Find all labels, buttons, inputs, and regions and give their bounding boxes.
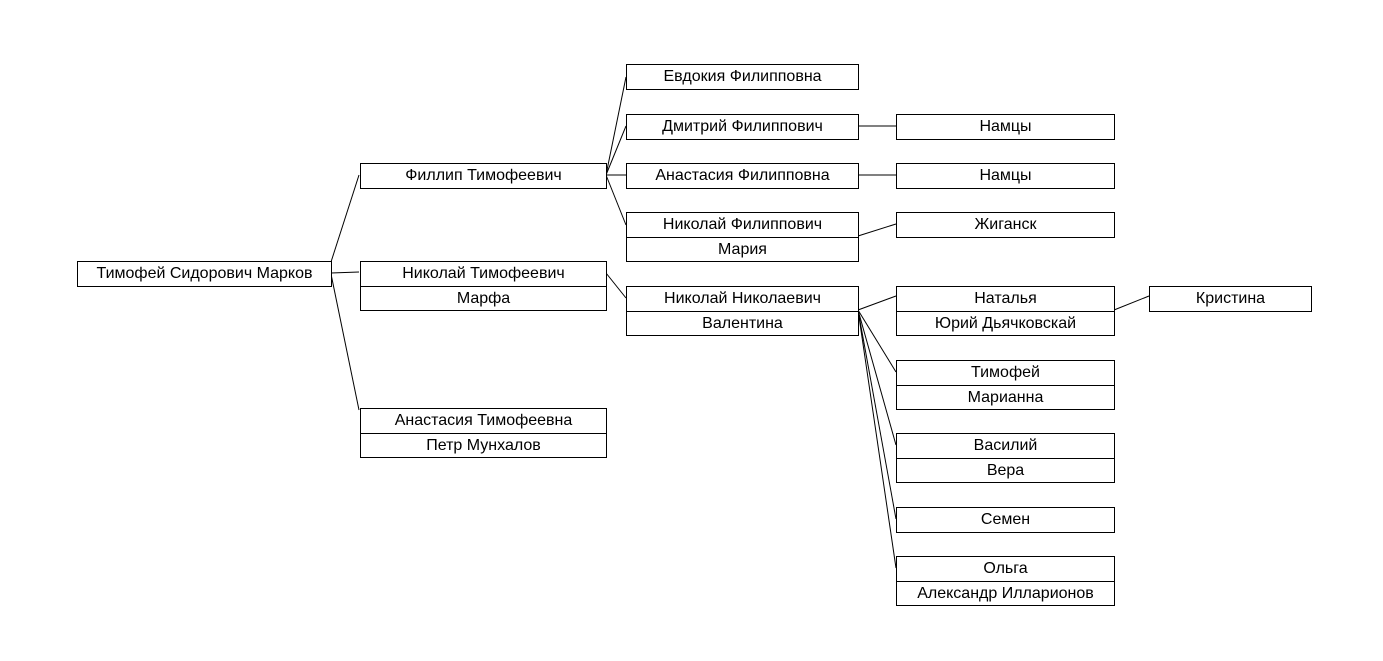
connector-root-fillip xyxy=(330,174,360,263)
person-name: Анастасия Тимофеевна xyxy=(394,412,573,429)
person-node-vasily: Василий Вера xyxy=(896,433,1115,483)
person-name: Намцы xyxy=(979,118,1032,135)
person-node-namtsy-1: Намцы xyxy=(896,114,1115,140)
person-node-fillip: Филлип Тимофеевич xyxy=(360,163,607,189)
person-node-anastasia-t: Анастасия Тимофеевна Петр Мунхалов xyxy=(360,408,607,458)
connector-fillip-nikolai-f xyxy=(605,174,627,226)
spouse-name: Вера xyxy=(897,458,1114,482)
connector-root-nikolai xyxy=(330,271,360,274)
connector-nn-timofei xyxy=(857,309,897,373)
connector-nn-natalia xyxy=(857,295,897,311)
person-node-semen: Семен xyxy=(896,507,1115,533)
person-node-natalia: Наталья Юрий Дьячковскай xyxy=(896,286,1115,336)
person-name: Николай Николаевич xyxy=(664,290,821,307)
spouse-name: Юрий Дьячковскай xyxy=(897,311,1114,335)
person-node-evdokia: Евдокия Филипповна xyxy=(626,64,859,90)
person-name: Филлип Тимофеевич xyxy=(405,167,562,184)
person-name: Дмитрий Филиппович xyxy=(662,118,823,135)
connector-natalia-kristina xyxy=(1113,295,1150,311)
person-node-nikolai-n: Николай Николаевич Валентина xyxy=(626,286,859,336)
person-node-namtsy-2: Намцы xyxy=(896,163,1115,189)
spouse-name: Петр Мунхалов xyxy=(361,433,606,457)
person-name: Кристина xyxy=(1195,290,1266,307)
person-node-anastasia-f: Анастасия Филипповна xyxy=(626,163,859,189)
person-name: Тимофей xyxy=(971,364,1040,381)
spouse-name: Мария xyxy=(627,237,858,261)
person-node-nikolai-t: Николай Тимофеевич Марфа xyxy=(360,261,607,311)
person-name: Наталья xyxy=(974,290,1037,307)
spouse-name: Марфа xyxy=(361,286,606,310)
person-name: Анастасия Филипповна xyxy=(655,167,830,184)
person-name: Намцы xyxy=(979,167,1032,184)
person-name: Николай Тимофеевич xyxy=(402,265,565,282)
person-node-timofei: Тимофей Марианна xyxy=(896,360,1115,410)
person-name: Ольга xyxy=(983,560,1028,577)
person-name: Тимофей Сидорович Марков xyxy=(96,265,313,282)
person-name: Жиганск xyxy=(974,216,1037,233)
spouse-name: Марианна xyxy=(897,385,1114,409)
person-node-dmitry: Дмитрий Филиппович xyxy=(626,114,859,140)
connector-fillip-dmitry xyxy=(605,125,627,176)
person-node-nikolai-f: Николай Филиппович Мария xyxy=(626,212,859,262)
person-node-timofei-markov: Тимофей Сидорович Марков xyxy=(77,261,332,287)
person-node-olga: Ольга Александр Илларионов xyxy=(896,556,1115,606)
spouse-name: Александр Илларионов xyxy=(897,581,1114,605)
connector-fillip-evdokia xyxy=(605,76,627,176)
person-name: Николай Филиппович xyxy=(662,216,823,233)
person-name: Евдокия Филипповна xyxy=(663,68,822,85)
connector-nikolai-nikolai-n xyxy=(605,272,627,299)
person-node-zhigansk: Жиганск xyxy=(896,212,1115,238)
connector-root-anastasia xyxy=(330,273,360,411)
connector-nikolai-f-zhigansk xyxy=(857,223,897,237)
connector-nn-olga xyxy=(857,309,897,569)
person-node-kristina: Кристина xyxy=(1149,286,1312,312)
connector-nn-semen xyxy=(857,309,897,520)
person-name: Василий xyxy=(973,437,1038,454)
person-name: Семен xyxy=(980,511,1031,528)
connector-nn-vasily xyxy=(857,309,897,446)
spouse-name: Валентина xyxy=(627,311,858,335)
